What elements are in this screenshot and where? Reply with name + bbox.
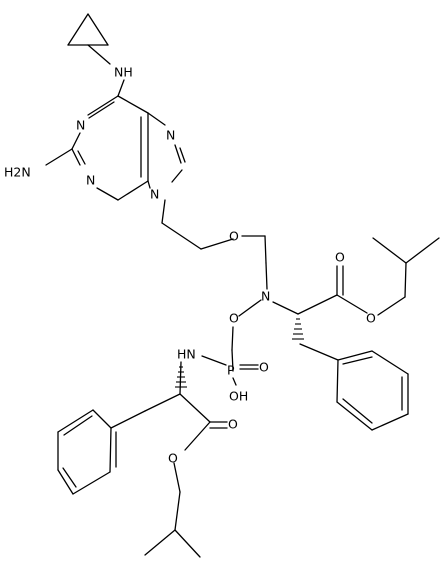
central-nitrogen-label: N (261, 289, 270, 304)
n9-label: N (150, 187, 159, 202)
right-ester-oxygen-label: O (366, 311, 376, 326)
left-ester-oxygen-label: O (168, 451, 178, 466)
n7-label: N (166, 128, 175, 143)
n1-label: N (76, 118, 85, 133)
nh2-label: H2N (4, 165, 31, 180)
atom-labels: NH H2N N N N N O N O O O HN P O OH O O (4, 65, 376, 466)
phosphorus-label: P (227, 363, 235, 378)
n-o-oxygen-label: O (229, 311, 239, 326)
right-carbonyl-oxygen-label: O (335, 250, 345, 265)
ether-oxygen-label: O (229, 229, 239, 244)
nh-cyclopropyl-label: NH (114, 65, 133, 80)
n3-label: N (86, 173, 95, 188)
p-double-oxygen-label: O (259, 360, 269, 375)
left-carbonyl-oxygen-label: O (228, 417, 238, 432)
bond-lines (45, 13, 440, 558)
phosphoramide-nh-label: HN (177, 347, 196, 362)
hashed-stereo-bonds (175, 318, 304, 388)
p-hydroxyl-label: OH (229, 389, 248, 404)
